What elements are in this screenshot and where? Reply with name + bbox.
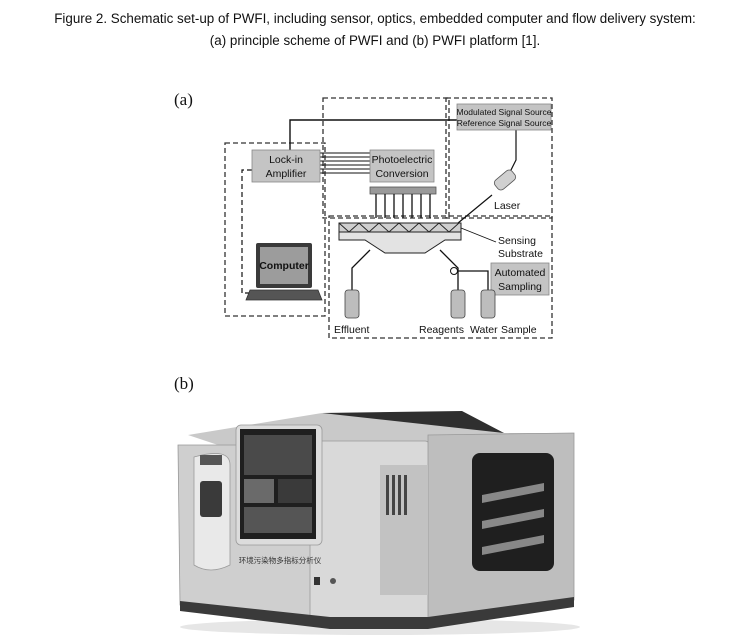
computer-icon	[245, 243, 323, 301]
reference-label: Reference Signal Source	[457, 118, 552, 128]
reagents-bottle-icon	[450, 289, 466, 319]
panel-b-label: (b)	[174, 374, 194, 393]
computer-dashed-box	[224, 142, 326, 317]
wire-lockin-computer	[241, 169, 252, 294]
effluent-label: Effluent	[334, 324, 369, 336]
signal-source-box	[456, 103, 552, 131]
photoelectric-box	[369, 149, 435, 183]
figure-caption: Figure 2. Schematic set-up of PWFI, incl…	[0, 8, 750, 52]
pwfi-platform-photo: 环境污染物多指标分析仪	[177, 411, 580, 635]
optics-dashed-box	[322, 97, 450, 219]
water-label: Water	[470, 324, 498, 336]
sample-label: Sample	[501, 324, 537, 336]
lock-in-amplifier-box	[251, 149, 321, 183]
photo-label-1: Photoelectric	[372, 154, 433, 166]
detector-array	[369, 186, 437, 195]
lock-in-label-1: Lock-in	[269, 154, 303, 166]
caption-line-1: Figure 2. Schematic set-up of PWFI, incl…	[54, 11, 696, 26]
sensing-label-2: Substrate	[498, 248, 543, 260]
laser-icon	[493, 169, 517, 191]
flow-cell	[338, 231, 462, 254]
laser-label: Laser	[494, 200, 521, 212]
schematic-diagram: Lock-in Amplifier Photoelectric Conversi…	[224, 97, 553, 339]
reagents-label: Reagents	[419, 324, 464, 336]
auto-label-1: Automated	[495, 267, 546, 279]
device-logo	[200, 455, 222, 465]
auto-label-2: Sampling	[498, 281, 542, 293]
device-label: 环境污染物多指标分析仪	[239, 555, 322, 565]
panel-a-label: (a)	[174, 90, 193, 109]
flow-dashed-box	[328, 215, 553, 339]
caption-line-2: (a) principle scheme of PWFI and (b) PWF…	[209, 33, 541, 48]
effluent-bottle-icon	[344, 289, 360, 319]
computer-label: Computer	[259, 260, 309, 272]
printer-slot	[200, 481, 222, 517]
automated-sampling-box	[490, 262, 550, 296]
wire-source-lockin	[289, 119, 457, 152]
lock-in-label-2: Amplifier	[266, 168, 307, 180]
photo-label-2: Conversion	[375, 168, 428, 180]
sensing-label-1: Sensing	[498, 235, 536, 247]
modulated-label: Modulated Signal Source	[457, 107, 552, 117]
water-sample-bottle-icon	[480, 289, 496, 319]
source-dashed-box	[445, 97, 553, 219]
